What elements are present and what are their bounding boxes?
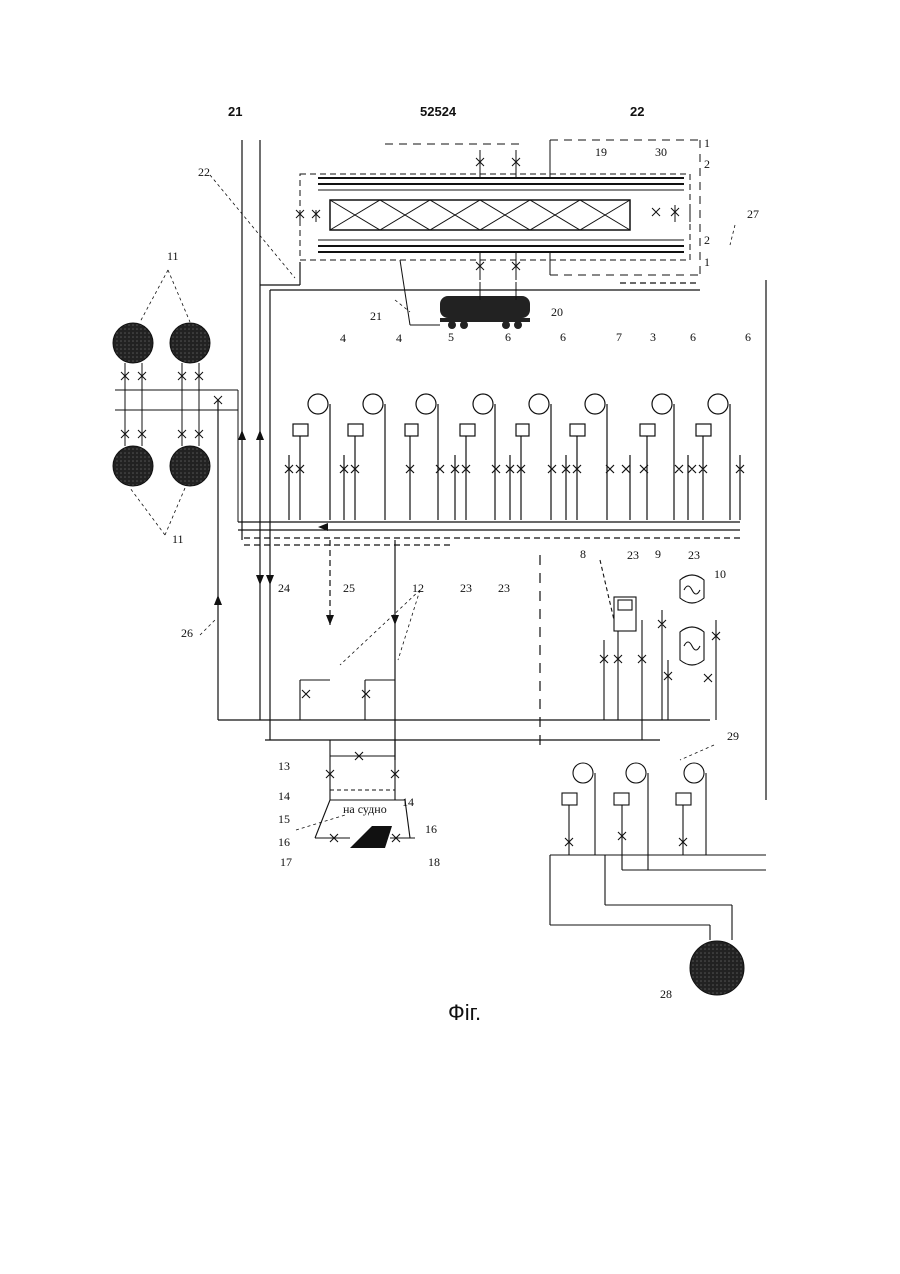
- ref-label-24: 24: [278, 581, 290, 595]
- ref-label-7: 7: [616, 330, 622, 344]
- storage-tank-icon: [113, 446, 153, 486]
- motor-icon: [293, 424, 308, 436]
- ref-label-30: 30: [655, 145, 667, 159]
- rail-loading-trestle: [300, 140, 700, 280]
- pump-icon: [626, 763, 646, 783]
- tank-piping: [115, 363, 238, 522]
- pump-icon: [585, 394, 605, 414]
- ref-label-23: 23: [460, 581, 472, 595]
- ship-icon: [350, 826, 392, 848]
- ship-destination-label: на судно: [343, 802, 387, 816]
- ref-label-1: 1: [704, 255, 710, 269]
- ref-label-6: 6: [690, 330, 696, 344]
- storage-tanks-11: [113, 323, 210, 486]
- lower-manifold: [300, 680, 395, 720]
- ref-label-15: 15: [278, 812, 290, 826]
- pump-icon: [308, 394, 328, 414]
- valve-icon: [652, 208, 660, 216]
- pump-icon: [529, 394, 549, 414]
- pump-icon: [416, 394, 436, 414]
- ref-label-9: 9: [655, 547, 661, 561]
- ref-label-2: 2: [704, 157, 710, 171]
- motor-icon: [696, 424, 711, 436]
- ref-label-23: 23: [688, 548, 700, 562]
- ship-loading-section: [315, 740, 415, 842]
- ref-label-22: 22: [198, 165, 210, 179]
- motor-icon: [640, 424, 655, 436]
- motor-icon: [460, 424, 475, 436]
- pump-icon: [573, 763, 593, 783]
- ref-label-14: 14: [278, 789, 290, 803]
- ref-label-26: 26: [181, 626, 193, 640]
- motor-icon: [676, 793, 691, 805]
- pump-icon: [684, 763, 704, 783]
- ref-label-4: 4: [396, 331, 402, 345]
- ref-label-6: 6: [505, 330, 511, 344]
- reference-labels: 1 2 2 1 19 30 27 22 21 20 11 11 4 4 5 6 …: [167, 136, 759, 1001]
- ref-label-5: 5: [448, 330, 454, 344]
- ref-label-20: 20: [551, 305, 563, 319]
- pump-icon: [473, 394, 493, 414]
- motor-icon: [405, 424, 418, 436]
- pump-unit: [340, 394, 385, 520]
- ref-label-8: 8: [580, 547, 586, 561]
- ref-label-18: 18: [428, 855, 440, 869]
- heating-section: [600, 560, 720, 740]
- storage-tank-icon: [170, 323, 210, 363]
- ref-label-6: 6: [745, 330, 751, 344]
- motor-icon: [348, 424, 363, 436]
- pump-icon: [652, 394, 672, 414]
- tank-valves: [121, 372, 222, 438]
- storage-tank-icon: [170, 446, 210, 486]
- ref-label-6: 6: [560, 330, 566, 344]
- motor-icon: [562, 793, 577, 805]
- aux-pump-group: [550, 763, 766, 940]
- ref-label-16: 16: [278, 835, 290, 849]
- ref-label-4: 4: [340, 331, 346, 345]
- storage-tank-icon: [113, 323, 153, 363]
- ref-label-27: 27: [747, 207, 759, 221]
- pump-unit: [285, 394, 330, 520]
- ref-label-21: 21: [370, 309, 382, 323]
- ref-label-11: 11: [167, 249, 179, 263]
- ref-label-2: 2: [704, 233, 710, 247]
- ref-label-25: 25: [343, 581, 355, 595]
- pump-unit: [675, 394, 744, 520]
- pump-row: [285, 394, 744, 520]
- ref-label-3: 3: [650, 330, 656, 344]
- ref-label-16: 16: [425, 822, 437, 836]
- ref-label-12: 12: [412, 581, 424, 595]
- ref-label-14: 14: [402, 795, 414, 809]
- pump-icon: [363, 394, 383, 414]
- ref-label-19: 19: [595, 145, 607, 159]
- ref-label-1: 1: [704, 136, 710, 150]
- leader-lines: [130, 175, 735, 830]
- ref-label-28: 28: [660, 987, 672, 1001]
- pump-unit: [405, 394, 438, 520]
- ref-label-23: 23: [498, 581, 510, 595]
- pump-unit: [548, 394, 607, 520]
- ref-label-29: 29: [727, 729, 739, 743]
- motor-icon: [516, 424, 529, 436]
- figure-caption: Фіг.: [448, 1000, 481, 1026]
- railway-tank-car-icon: [440, 296, 530, 329]
- pump-unit: [436, 394, 495, 520]
- storage-tank-icon: [690, 941, 744, 995]
- ref-label-17: 17: [280, 855, 292, 869]
- motor-icon: [614, 793, 629, 805]
- motor-icon: [570, 424, 585, 436]
- ref-label-23: 23: [627, 548, 639, 562]
- ref-label-10: 10: [714, 567, 726, 581]
- pump-unit: [492, 394, 551, 520]
- pump-icon: [708, 394, 728, 414]
- pump-unit: [606, 394, 674, 520]
- ref-label-11: 11: [172, 532, 184, 546]
- ref-label-13: 13: [278, 759, 290, 773]
- filter-icon: [614, 597, 636, 631]
